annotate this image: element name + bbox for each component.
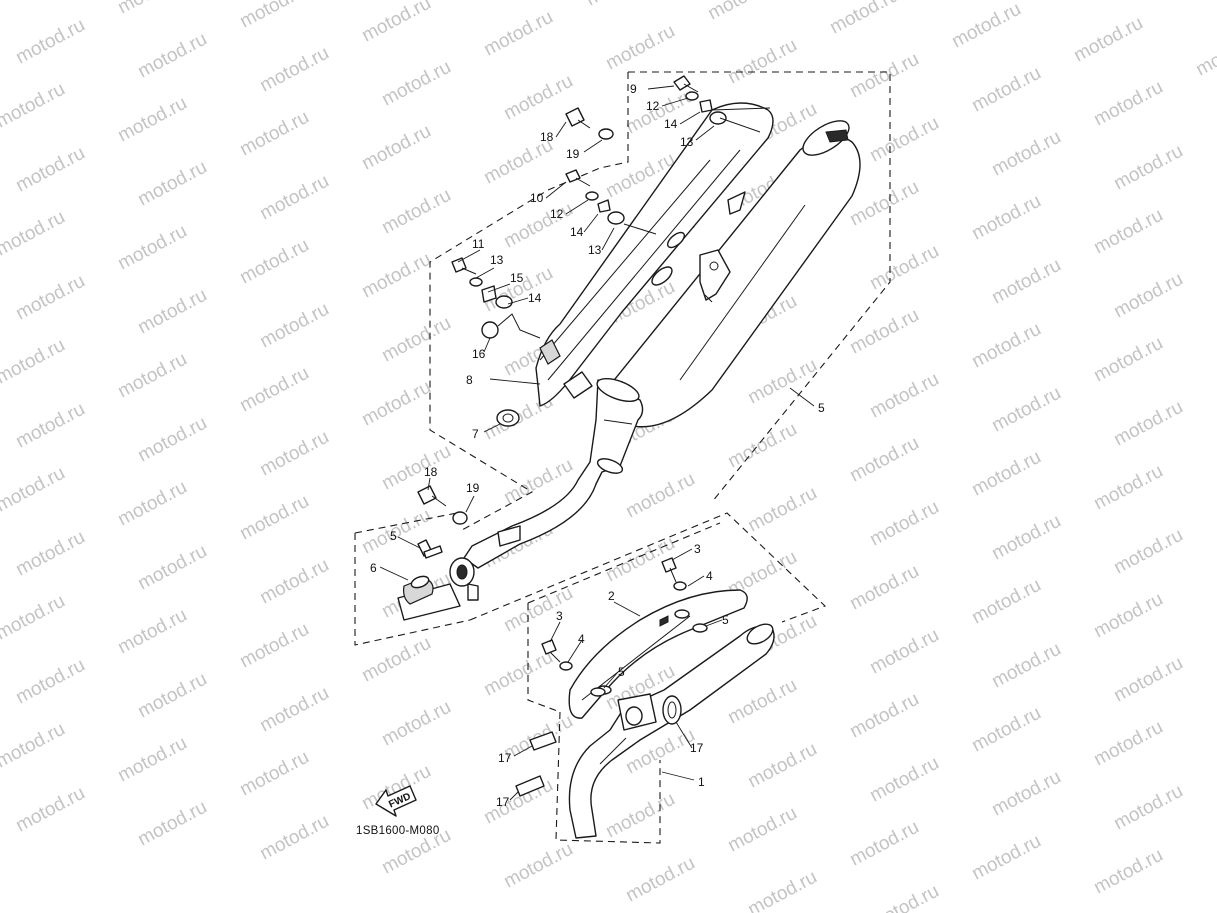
callout-19: 19 (566, 147, 580, 161)
callout-3: 3 (694, 542, 701, 556)
callout-9: 7 (472, 427, 479, 441)
callout-5-lower: 5 (618, 665, 625, 679)
callout-19: 19 (466, 481, 480, 495)
callout-7: 5 (390, 529, 397, 543)
clamp-group-boundary (354, 511, 471, 646)
muffler-assembly-boundary (429, 71, 891, 531)
callout-12: 12 (550, 207, 564, 221)
callout-12: 13 (490, 253, 504, 267)
callout-15: 16 (472, 347, 486, 361)
callout-17: 17 (496, 795, 510, 809)
leader-lines (379, 85, 815, 801)
exhaust-studs-17 (515, 731, 557, 797)
callout-18: 18 (540, 130, 554, 144)
muffler (597, 120, 861, 428)
diagram-code: 1SB1600-M080 (356, 825, 440, 837)
exhaust-pipe-assembly-boundary (469, 512, 827, 844)
callout-5-upper: 5 (722, 613, 729, 627)
callout-3: 3 (556, 609, 563, 623)
bolt-washer-18-19-upper (565, 107, 614, 140)
callout-13: 13 (588, 243, 602, 257)
callout-16: 17 (690, 741, 704, 755)
callout-13: 14 (528, 291, 542, 305)
protector-screws (541, 557, 708, 697)
callout-11: 10 (530, 191, 544, 205)
callout-12: 12 (646, 99, 660, 113)
callout-18: 18 (424, 465, 438, 479)
callout-4: 4 (578, 632, 585, 646)
muffler-inlet-pipe (463, 377, 644, 569)
forward-direction-arrow: FWD (375, 785, 417, 817)
callout-1: 1 (698, 775, 705, 789)
callout-2: 2 (608, 589, 615, 603)
callout-11: 11 (472, 237, 485, 251)
gasket-9 (496, 409, 520, 427)
callout-11: 9 (630, 82, 637, 96)
heat-protector (535, 102, 774, 407)
callout-14: 14 (664, 117, 678, 131)
callout-4: 4 (706, 569, 713, 583)
callout-14: 14 (570, 225, 584, 239)
callout-8: 6 (370, 561, 377, 575)
callout-10: 8 (466, 373, 473, 387)
pipe-clamp (397, 539, 479, 621)
callout-6: 5 (818, 401, 825, 415)
fastener-stack-middle (565, 169, 657, 235)
callout-labels: 9 12 14 13 18 19 10 12 14 13 11 13 15 14… (370, 82, 825, 809)
bolt-washer-18-19-lower (417, 485, 468, 525)
exhaust-gasket-16 (662, 695, 682, 725)
exhaust-pipe (568, 623, 775, 839)
exhaust-pipe-protector (568, 589, 748, 719)
callout-17: 17 (498, 751, 512, 765)
damper-15 (481, 313, 541, 339)
callout-13: 13 (680, 135, 694, 149)
callout-14: 15 (510, 271, 524, 285)
fastener-stack-upper (673, 75, 761, 133)
